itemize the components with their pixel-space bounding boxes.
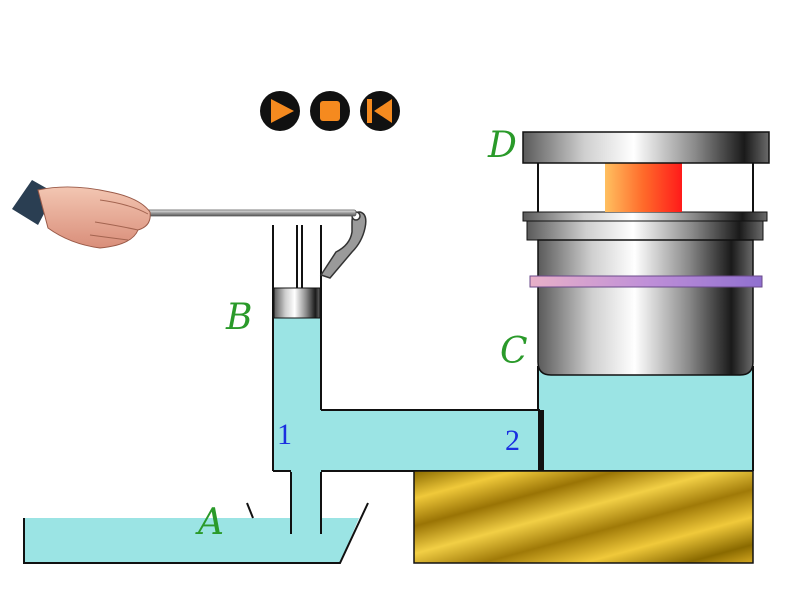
reservoir-liquid: [24, 518, 359, 563]
label-b: B: [225, 297, 252, 338]
port-2-label: 2: [505, 424, 520, 457]
lever-handle[interactable]: [139, 209, 357, 217]
stop-button[interactable]: [310, 91, 350, 131]
large-piston: [537, 239, 754, 376]
label-a: A: [195, 502, 224, 543]
press-plate: [522, 131, 770, 164]
hand-illustration: [12, 180, 151, 249]
press-base: [413, 470, 754, 564]
lever-pivot: [319, 211, 367, 279]
small-piston: [273, 287, 321, 319]
piston-seal-ring: [529, 275, 763, 288]
reservoir-outline: [23, 502, 369, 564]
port-1-label: 1: [277, 418, 292, 451]
connecting-channel: [273, 410, 540, 472]
rewind-button[interactable]: [360, 91, 400, 131]
label-c: C: [500, 331, 528, 372]
intake-pipe: [291, 464, 321, 534]
port-2-valve: [538, 410, 544, 471]
label-d: D: [487, 125, 517, 166]
pressed-object: [605, 163, 682, 212]
play-button[interactable]: [260, 91, 300, 131]
large-cylinder-liquid: [538, 366, 753, 472]
